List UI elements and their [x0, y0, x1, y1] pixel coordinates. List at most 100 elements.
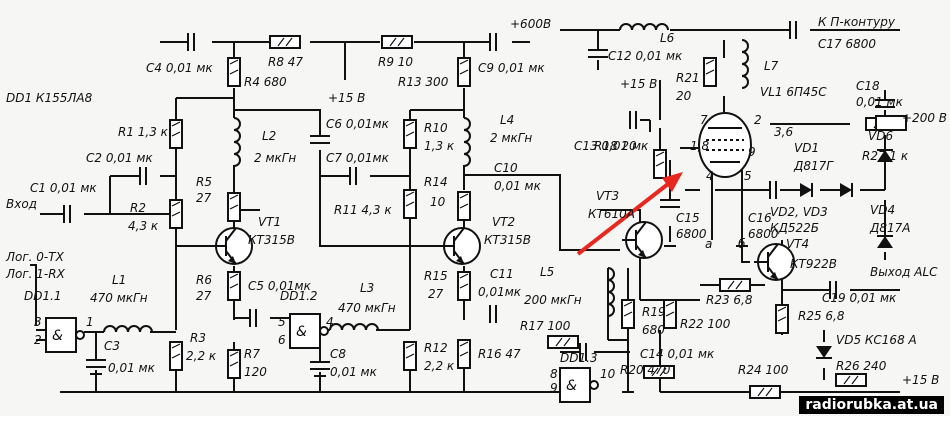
inductor-l1 — [103, 325, 153, 333]
inductor-l4 — [463, 117, 471, 167]
resistor-r9-hatch — [389, 37, 397, 47]
resistor-r9-hatch2 — [397, 37, 405, 47]
label-r23: R23 6,8 — [706, 293, 753, 307]
resistor-r11-hatch2 — [405, 201, 415, 207]
label-c6: C6 0,01мк — [326, 117, 390, 131]
pin-10: 10 — [600, 367, 616, 381]
label-r24: R24 100 — [738, 363, 789, 377]
label-r18: R18 20 — [594, 139, 637, 153]
resistor-r17-hatch — [555, 337, 563, 347]
inductor-l6 — [619, 23, 669, 31]
resistor-r18-hatch — [655, 151, 665, 157]
label-c10: C10 — [494, 161, 518, 175]
resistor-r20 — [643, 365, 675, 379]
label-r7-value: 120 — [244, 365, 267, 379]
label-r3-value: 2,2 к — [186, 349, 217, 363]
label-vt2-value: КТ315В — [484, 233, 531, 247]
label-c18: C18 — [856, 79, 880, 93]
resistor-r25-hatch — [777, 306, 787, 312]
label-vd5: VD5 КС168 А — [836, 333, 917, 347]
label-r19: R19 — [642, 305, 666, 319]
resistor-r10-hatch — [405, 121, 415, 127]
resistor-r9 — [381, 35, 413, 49]
label-r5: R5 — [196, 175, 212, 189]
resistor-r17 — [547, 335, 579, 349]
resistor-r11-hatch — [405, 191, 415, 197]
resistor-r8-hatch — [277, 37, 285, 47]
label-vl1: VL1 6П45С — [760, 85, 827, 99]
resistor-r16-hatch — [459, 341, 469, 347]
pin-8: 8 — [550, 367, 558, 381]
label-c15-value: 6800 — [676, 227, 707, 241]
resistor-r1-hatch — [171, 121, 181, 127]
resistor-r22-hatch2 — [665, 311, 675, 317]
label-dd13: DD1.3 — [560, 351, 598, 365]
pin-2: 2 — [34, 333, 42, 347]
resistor-r6-hatch — [229, 273, 239, 279]
label-dd11: DD1.1 — [24, 289, 62, 303]
resistor-r12-hatch2 — [405, 353, 415, 359]
label-c16: C16 — [748, 211, 772, 225]
label-r10-value: 1,3 к — [424, 139, 455, 153]
label-vt2: VT2 — [492, 215, 515, 229]
label-c3-value: 0,01 мк — [108, 361, 156, 375]
resistor-r2-hatch — [171, 201, 181, 207]
tube-pin-9: 9 — [748, 145, 756, 159]
label-r16: R16 47 — [478, 347, 521, 361]
transistor-vt3-arrow — [638, 250, 646, 258]
resistor-r6-hatch2 — [229, 283, 239, 289]
label-vd4: VD4 — [870, 203, 895, 217]
label-l3-value: 470 мкГн — [338, 301, 396, 315]
resistor-r19-hatch2 — [623, 311, 633, 317]
label-r3: R3 — [190, 331, 206, 345]
label-vt3: VT3 — [596, 189, 619, 203]
resistor-r3-hatch2 — [171, 353, 181, 359]
label-vd23: VD2, VD3 — [770, 205, 828, 219]
label-r21: R21 — [676, 71, 700, 85]
pin-1: 1 — [86, 315, 94, 329]
resistor-r16-hatch2 — [459, 351, 469, 357]
label-c1: C1 0,01 мк — [30, 181, 97, 195]
label-vt1: VT1 — [258, 215, 281, 229]
resistor-r4-hatch — [229, 59, 239, 65]
gate-dd1-2-amp: & — [296, 324, 307, 340]
label-c18-value: 0,01 мк — [856, 95, 904, 109]
resistor-r20-hatch — [651, 367, 659, 377]
resistor-r13-hatch — [459, 59, 469, 65]
label-c19: C19 0,01 мк — [822, 291, 897, 305]
resistor-r25-hatch2 — [777, 316, 787, 322]
label-l5-value: 200 мкГн — [524, 293, 582, 307]
label-r20: R20 470 — [620, 363, 671, 377]
label-c17: C17 6800 — [818, 37, 876, 51]
label-c3: C3 — [104, 339, 120, 353]
label-plus15a: +15 В — [328, 91, 365, 105]
label-c10-value: 0,01 мк — [494, 179, 542, 193]
label-l2-value: 2 мкГн — [254, 151, 296, 165]
label-r7: R7 — [244, 347, 260, 361]
label-l1: L1 — [112, 273, 126, 287]
label-vt1-value: КТ315В — [248, 233, 295, 247]
label-r25: R25 6,8 — [798, 309, 845, 323]
resistor-r26-hatch2 — [851, 375, 859, 385]
transistor-vt3-collector — [635, 221, 647, 236]
watermark: radiorubka.at.ua — [799, 396, 944, 414]
gate-dd1-1-amp: & — [52, 328, 63, 344]
resistor-r19-hatch — [623, 301, 633, 307]
label-c11: C11 — [490, 267, 514, 281]
inductor-l2 — [233, 117, 241, 167]
resistor-r20-hatch2 — [659, 367, 667, 377]
resistor-r5-hatch — [229, 194, 239, 200]
label-vd1: VD1 — [794, 141, 819, 155]
resistor-r13-hatch2 — [459, 69, 469, 75]
resistor-r14-hatch — [459, 193, 469, 199]
label-r26: R26 240 — [836, 359, 887, 373]
resistor-r21-hatch2 — [705, 69, 715, 75]
resistor-r17-hatch2 — [563, 337, 571, 347]
label-r10: R10 — [424, 121, 448, 135]
resistor-r15-hatch — [459, 273, 469, 279]
diode-vd3 — [840, 183, 852, 197]
inductor-l5 — [607, 267, 615, 317]
inductor-l7 — [741, 39, 749, 89]
